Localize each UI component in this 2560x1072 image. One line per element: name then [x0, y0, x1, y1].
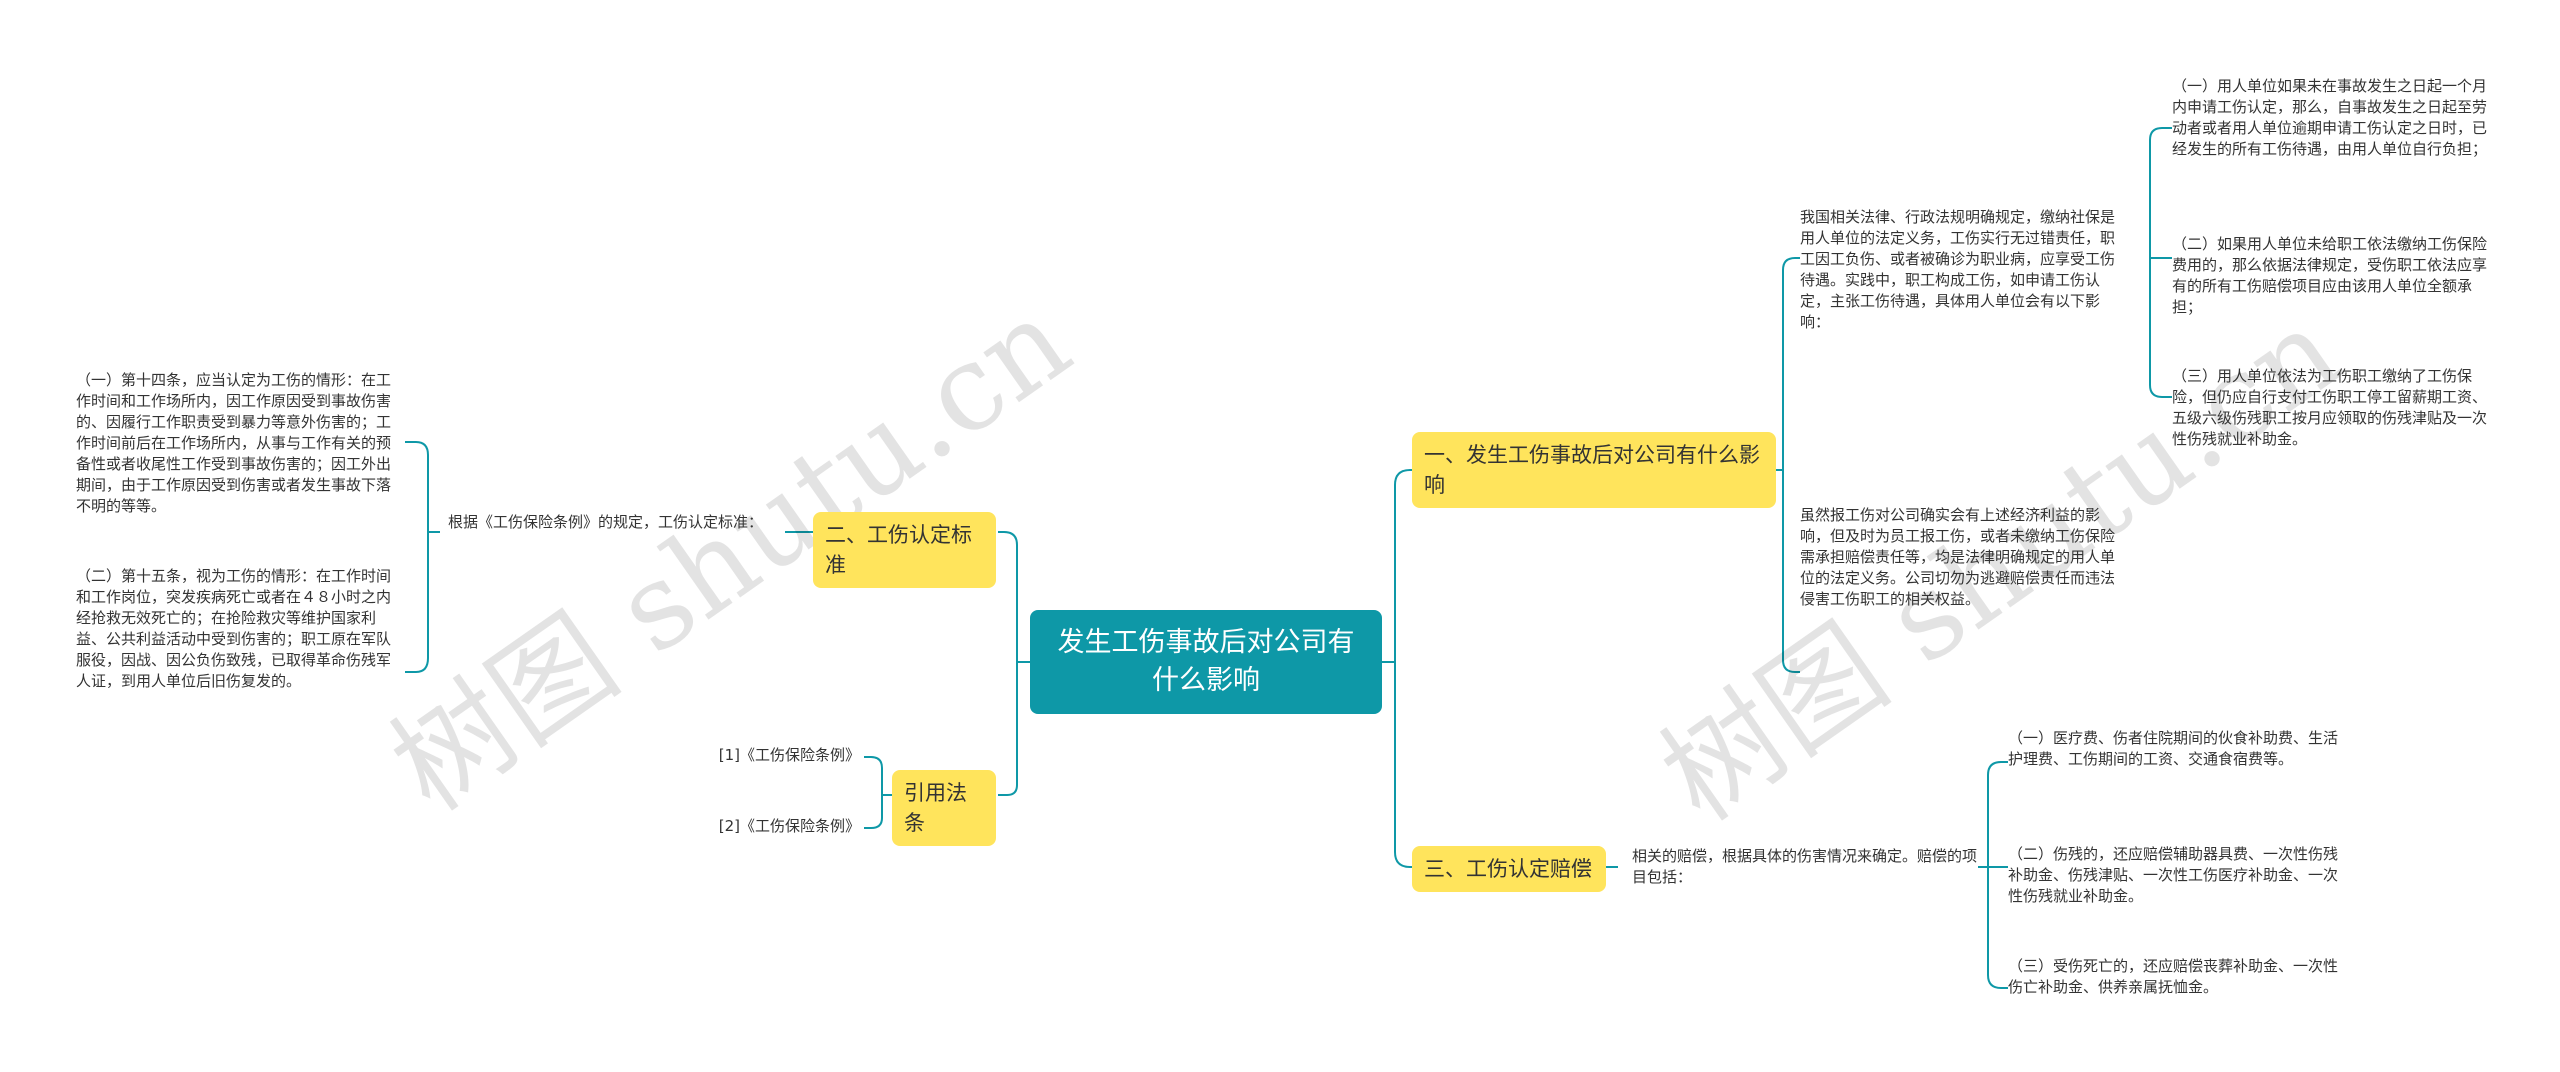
- leaf-text: （一）第十四条，应当认定为工伤的情形：在工作时间和工作场所内，因工作原因受到事故…: [76, 371, 392, 515]
- impact-conclusion[interactable]: 虽然报工伤对公司确实会有上述经济利益的影响，但及时为员工报工伤，或者未缴纳工伤保…: [1800, 505, 2120, 610]
- topic-label: 三、工伤认定赔偿: [1424, 857, 1592, 881]
- leaf-text: （一）医疗费、伤者住院期间的伙食补助费、生活护理费、工伤期间的工资、交通食宿费等…: [2008, 729, 2339, 768]
- compensation-item-1[interactable]: （一）医疗费、伤者住院期间的伙食补助费、生活护理费、工伤期间的工资、交通食宿费等…: [2008, 728, 2348, 770]
- leaf-text: [1]《工伤保险条例》: [718, 746, 860, 764]
- root-title: 发生工伤事故后对公司有什么影响: [1057, 627, 1355, 696]
- leaf-text: [2]《工伤保险条例》: [718, 817, 860, 835]
- topic-impact[interactable]: 一、发生工伤事故后对公司有什么影响: [1412, 432, 1776, 508]
- topic-label: 引用法条: [904, 781, 967, 835]
- topic-criteria[interactable]: 二、工伤认定标准: [813, 512, 996, 588]
- citation-item-2[interactable]: [2]《工伤保险条例》: [690, 816, 860, 837]
- leaf-text: 我国相关法律、行政法规明确规定，缴纳社保是用人单位的法定义务，工伤实行无过错责任…: [1800, 208, 2116, 331]
- leaf-text: （二）第十五条，视为工伤的情形：在工作时间和工作岗位，突发疾病死亡或者在４８小时…: [76, 567, 392, 690]
- compensation-item-2[interactable]: （二）伤残的，还应赔偿辅助器具费、一次性伤残补助金、伤残津贴、一次性工伤医疗补助…: [2008, 844, 2338, 907]
- citation-item-1[interactable]: [1]《工伤保险条例》: [690, 745, 860, 766]
- compensation-item-3[interactable]: （三）受伤死亡的，还应赔偿丧葬补助金、一次性伤亡补助金、供养亲属抚恤金。: [2008, 956, 2338, 998]
- leaf-text: （二）伤残的，还应赔偿辅助器具费、一次性伤残补助金、伤残津贴、一次性工伤医疗补助…: [2008, 845, 2339, 905]
- leaf-text: 根据《工伤保险条例》的规定，工伤认定标准：: [448, 513, 764, 531]
- topic-compensation[interactable]: 三、工伤认定赔偿: [1412, 846, 1606, 892]
- leaf-text: （三）受伤死亡的，还应赔偿丧葬补助金、一次性伤亡补助金、供养亲属抚恤金。: [2008, 957, 2339, 996]
- impact-item-3[interactable]: （三）用人单位依法为工伤职工缴纳了工伤保险，但仍应自行支付工伤职工停工留薪期工资…: [2172, 366, 2492, 450]
- impact-item-1[interactable]: （一）用人单位如果未在事故发生之日起一个月内申请工伤认定，那么，自事故发生之日起…: [2172, 76, 2492, 160]
- leaf-text: （二）如果用人单位未给职工依法缴纳工伤保险费用的，那么依据法律规定，受伤职工依法…: [2172, 235, 2488, 316]
- criteria-intro[interactable]: 根据《工伤保险条例》的规定，工伤认定标准：: [448, 512, 778, 533]
- leaf-text: （一）用人单位如果未在事故发生之日起一个月内申请工伤认定，那么，自事故发生之日起…: [2172, 77, 2488, 158]
- criteria-item-1[interactable]: （一）第十四条，应当认定为工伤的情形：在工作时间和工作场所内，因工作原因受到事故…: [76, 370, 404, 517]
- topic-label: 二、工伤认定标准: [825, 523, 972, 577]
- root-topic[interactable]: 发生工伤事故后对公司有什么影响: [1030, 610, 1382, 714]
- leaf-text: 虽然报工伤对公司确实会有上述经济利益的影响，但及时为员工报工伤，或者未缴纳工伤保…: [1800, 506, 2116, 608]
- leaf-text: （三）用人单位依法为工伤职工缴纳了工伤保险，但仍应自行支付工伤职工停工留薪期工资…: [2172, 367, 2488, 448]
- leaf-text: 相关的赔偿，根据具体的伤害情况来确定。赔偿的项目包括：: [1632, 847, 1978, 886]
- impact-intro[interactable]: 我国相关法律、行政法规明确规定，缴纳社保是用人单位的法定义务，工伤实行无过错责任…: [1800, 207, 2118, 333]
- compensation-intro[interactable]: 相关的赔偿，根据具体的伤害情况来确定。赔偿的项目包括：: [1632, 846, 1978, 888]
- criteria-item-2[interactable]: （二）第十五条，视为工伤的情形：在工作时间和工作岗位，突发疾病死亡或者在４８小时…: [76, 566, 404, 692]
- topic-label: 一、发生工伤事故后对公司有什么影响: [1424, 443, 1760, 497]
- topic-citations[interactable]: 引用法条: [892, 770, 996, 846]
- impact-item-2[interactable]: （二）如果用人单位未给职工依法缴纳工伤保险费用的，那么依据法律规定，受伤职工依法…: [2172, 234, 2492, 318]
